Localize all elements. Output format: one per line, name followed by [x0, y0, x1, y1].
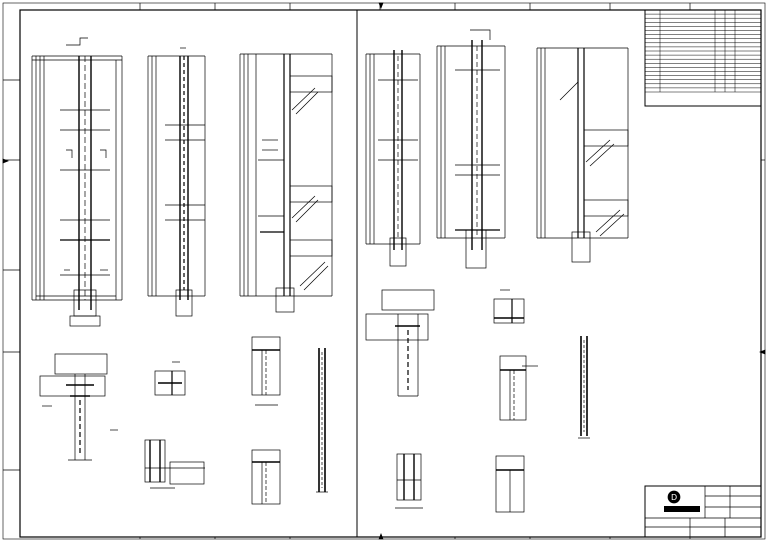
revision-table — [644, 9, 762, 107]
column-elevation-2 — [147, 47, 206, 317]
section-detail-box-5 — [499, 355, 538, 421]
section-detail-box-3 — [251, 449, 281, 505]
slender-column-detail-2 — [578, 336, 590, 439]
column-elevation-3 — [239, 53, 333, 313]
section-detail-box-1 — [154, 361, 186, 396]
company-logo: D — [664, 490, 700, 512]
column-elevation-4 — [365, 50, 421, 267]
title-block: D — [644, 485, 762, 538]
base-plate-detail — [395, 453, 423, 509]
slender-column-detail-1 — [316, 348, 328, 493]
connection-detail-2 — [365, 289, 435, 397]
connection-detail-1 — [39, 353, 118, 461]
section-detail-box-6 — [495, 455, 525, 513]
column-elevation-5 — [436, 29, 506, 269]
svg-text:D: D — [671, 493, 677, 502]
beam-connection-detail — [144, 439, 205, 489]
section-detail-box-4 — [493, 289, 525, 324]
section-detail-box-2 — [251, 336, 281, 406]
column-elevation-6 — [536, 47, 629, 263]
column-elevation-1 — [31, 37, 123, 327]
